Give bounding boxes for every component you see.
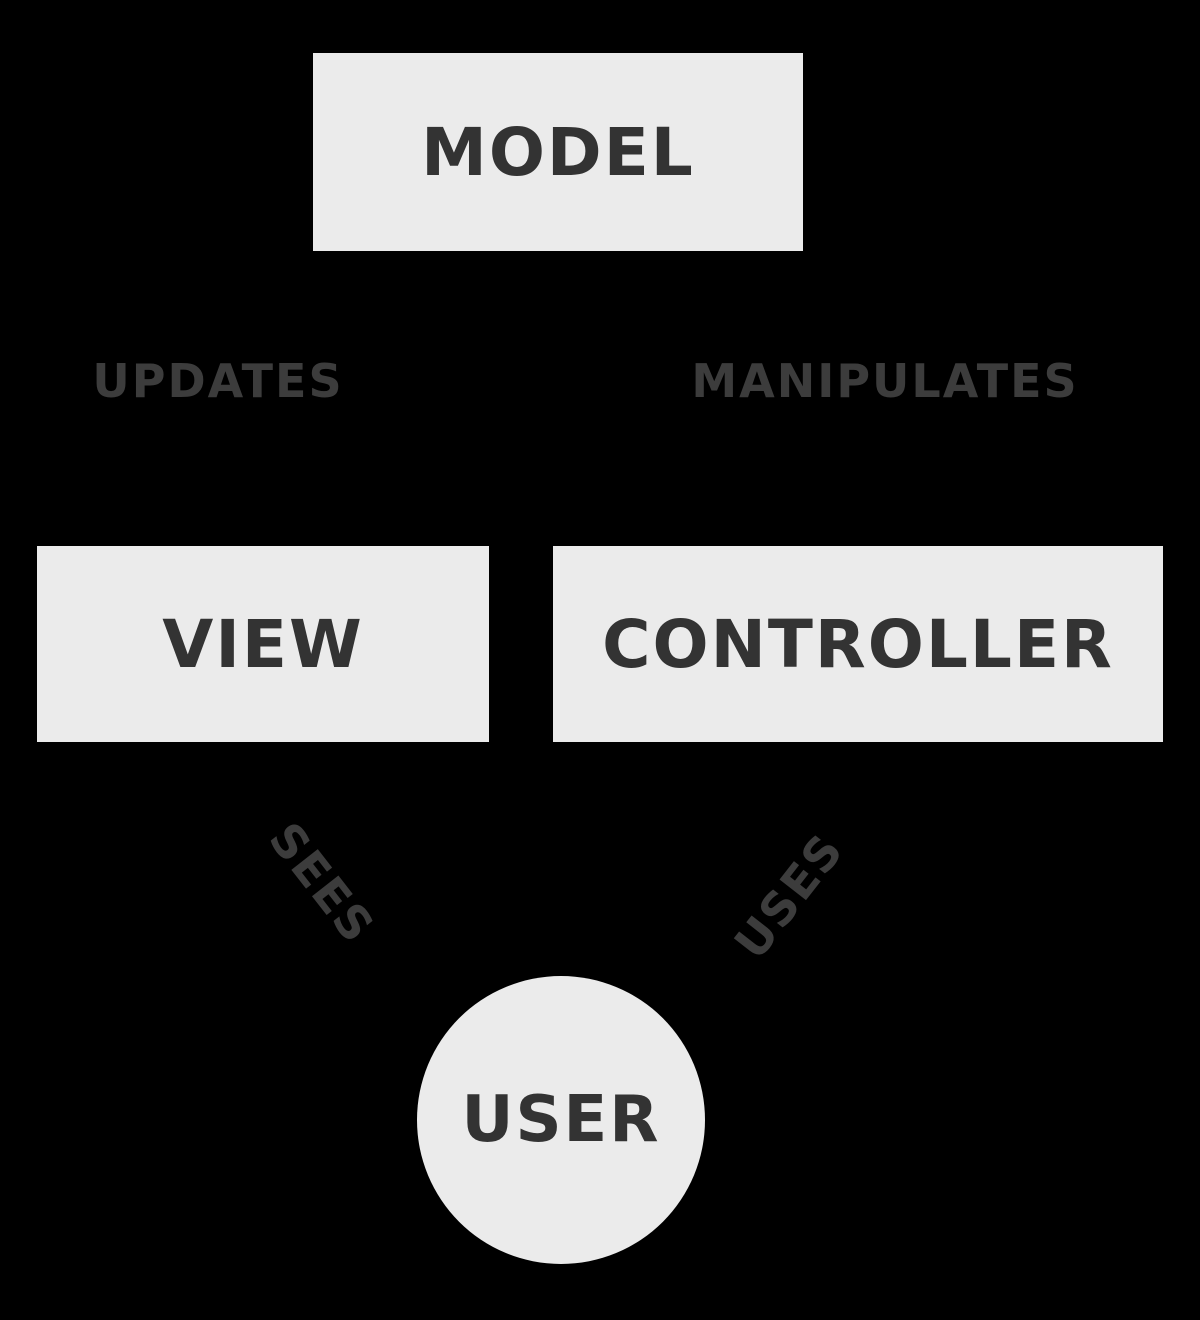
uses-relation-label: USES — [723, 823, 855, 969]
view-box: VIEW — [37, 546, 489, 742]
user-label: USER — [461, 1083, 661, 1157]
model-box: MODEL — [313, 53, 803, 251]
model-label: MODEL — [421, 113, 695, 191]
sees-relation-label: SEES — [258, 812, 386, 954]
controller-label: CONTROLLER — [602, 605, 1114, 683]
updates-relation-label: UPDATES — [92, 354, 344, 408]
manipulates-relation-label: MANIPULATES — [691, 354, 1079, 408]
user-circle: USER — [417, 976, 705, 1264]
view-label: VIEW — [162, 605, 364, 683]
controller-box: CONTROLLER — [553, 546, 1163, 742]
